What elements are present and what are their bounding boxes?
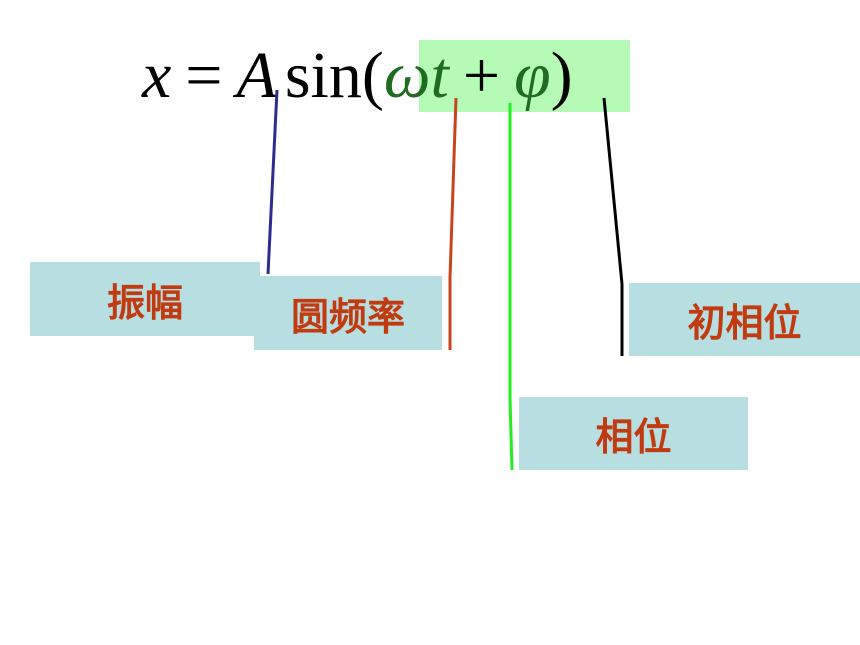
- formula-amplitude-symbol: A: [236, 39, 277, 112]
- initial-phase-leader-line: [602, 97, 624, 285]
- formula-t: t: [430, 39, 449, 112]
- angular-frequency-label: 圆频率: [254, 276, 442, 350]
- formula-omega: ω: [383, 39, 431, 112]
- formula-x: x: [142, 39, 172, 112]
- initial-phase-label: 初相位: [629, 283, 860, 356]
- formula-sin: sin: [284, 39, 362, 112]
- phase-label: 相位: [519, 397, 748, 470]
- formula-left-paren: (: [361, 39, 384, 112]
- angular-frequency-leader-line: [448, 97, 458, 279]
- formula-equals: =: [185, 39, 223, 112]
- formula-phi: φ: [514, 39, 551, 112]
- phase-highlight: [419, 40, 630, 112]
- formula-plus: +: [462, 39, 501, 112]
- amplitude-label: 振幅: [30, 262, 260, 336]
- amplitude-leader-line: [266, 89, 279, 275]
- formula-right-paren: ): [550, 39, 573, 112]
- phase-leader-line-drop: [508, 397, 514, 471]
